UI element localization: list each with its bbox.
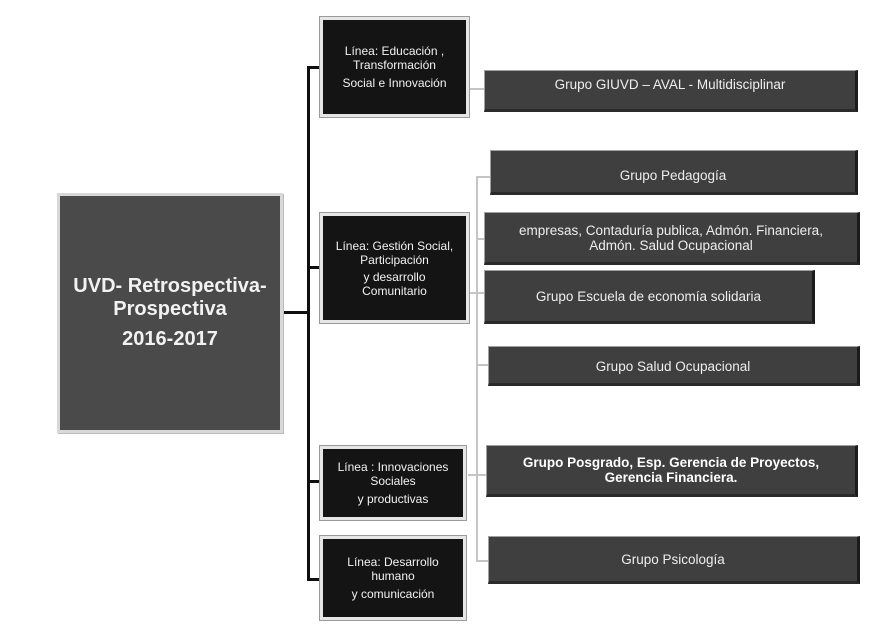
branch-connector-1 [307, 66, 320, 69]
line-node-text: Línea : Innovaciones [337, 460, 449, 474]
branch-connector-4 [307, 578, 320, 581]
line-node-text: humano [371, 569, 415, 583]
line-node-text: y productivas [357, 492, 429, 506]
group-node-psychology: Grupo Psicología [488, 536, 860, 584]
line-node-text: Transformación [353, 58, 436, 72]
group-node-text: Grupo Pedagogía [619, 168, 727, 183]
line-node-social-innovations: Línea : Innovaciones Sociales y producti… [319, 445, 467, 521]
group-connector-1 [469, 88, 485, 90]
group-connector-6 [468, 474, 486, 476]
group-node-text: Grupo Psicología [621, 551, 725, 567]
line-node-text: y comunicación [351, 587, 435, 601]
root-title-line-2: Prospectiva [113, 298, 227, 320]
group-node-text: Grupo GIUVD – AVAL - Multidisciplinar [554, 77, 786, 92]
root-node: UVD- Retrospectiva- Prospectiva 2016-201… [57, 193, 283, 433]
group-node-occupational-health: Grupo Salud Ocupacional [488, 346, 860, 386]
group-trunk-connector [476, 176, 478, 562]
branch-connector-2 [307, 266, 320, 269]
group-connector-5 [476, 364, 488, 366]
line-node-text: Sociales [370, 474, 416, 488]
root-years: 2016-2017 [122, 328, 218, 350]
branch-connector-3 [307, 480, 320, 483]
line-node-human-development: Línea: Desarrollo humano y comunicación [319, 535, 467, 621]
line-node-text: Línea: Desarrollo [347, 555, 439, 569]
group-node-business: empresas, Contaduría publica, Admón. Fin… [484, 212, 860, 265]
root-title-line-1: UVD- Retrospectiva- [73, 275, 267, 297]
group-node-solidarity-economy: Grupo Escuela de economía solidaria [484, 270, 815, 324]
group-node-text: Grupo Salud Ocupacional [595, 359, 751, 374]
line-node-text: Participación [360, 252, 429, 267]
line-node-education: Línea: Educación , Transformación Social… [319, 16, 470, 118]
group-node-text: Gerencia Financiera. [604, 470, 738, 485]
group-node-text: empresas, Contaduría publica, Admón. Fin… [519, 222, 823, 238]
root-connector [283, 311, 309, 314]
line-node-text: y desarrollo [363, 269, 426, 284]
group-connector-3 [476, 238, 484, 240]
trunk-connector [307, 66, 310, 581]
line-node-text: Social e Innovación [342, 76, 447, 90]
group-node-postgraduate: Grupo Posgrado, Esp. Gerencia de Proyect… [486, 445, 858, 497]
group-connector-7 [476, 560, 488, 562]
line-node-text: Comunitario [362, 283, 427, 298]
group-connector-4 [470, 292, 484, 294]
group-node-giuvd: Grupo GIUVD – AVAL - Multidisciplinar [484, 70, 858, 112]
group-node-text: Admón. Salud Ocupacional [589, 237, 753, 253]
group-connector-2 [476, 176, 490, 178]
line-node-social-management: Línea: Gestión Social, Participación y d… [319, 212, 470, 324]
line-node-text: Línea: Educación , [344, 44, 445, 58]
group-node-text: Grupo Escuela de economía solidaria [535, 288, 762, 304]
line-node-text: Línea: Gestión Social, [335, 238, 454, 253]
group-node-pedagogy: Grupo Pedagogía [490, 150, 858, 195]
group-node-text: Grupo Posgrado, Esp. Gerencia de Proyect… [522, 455, 820, 470]
